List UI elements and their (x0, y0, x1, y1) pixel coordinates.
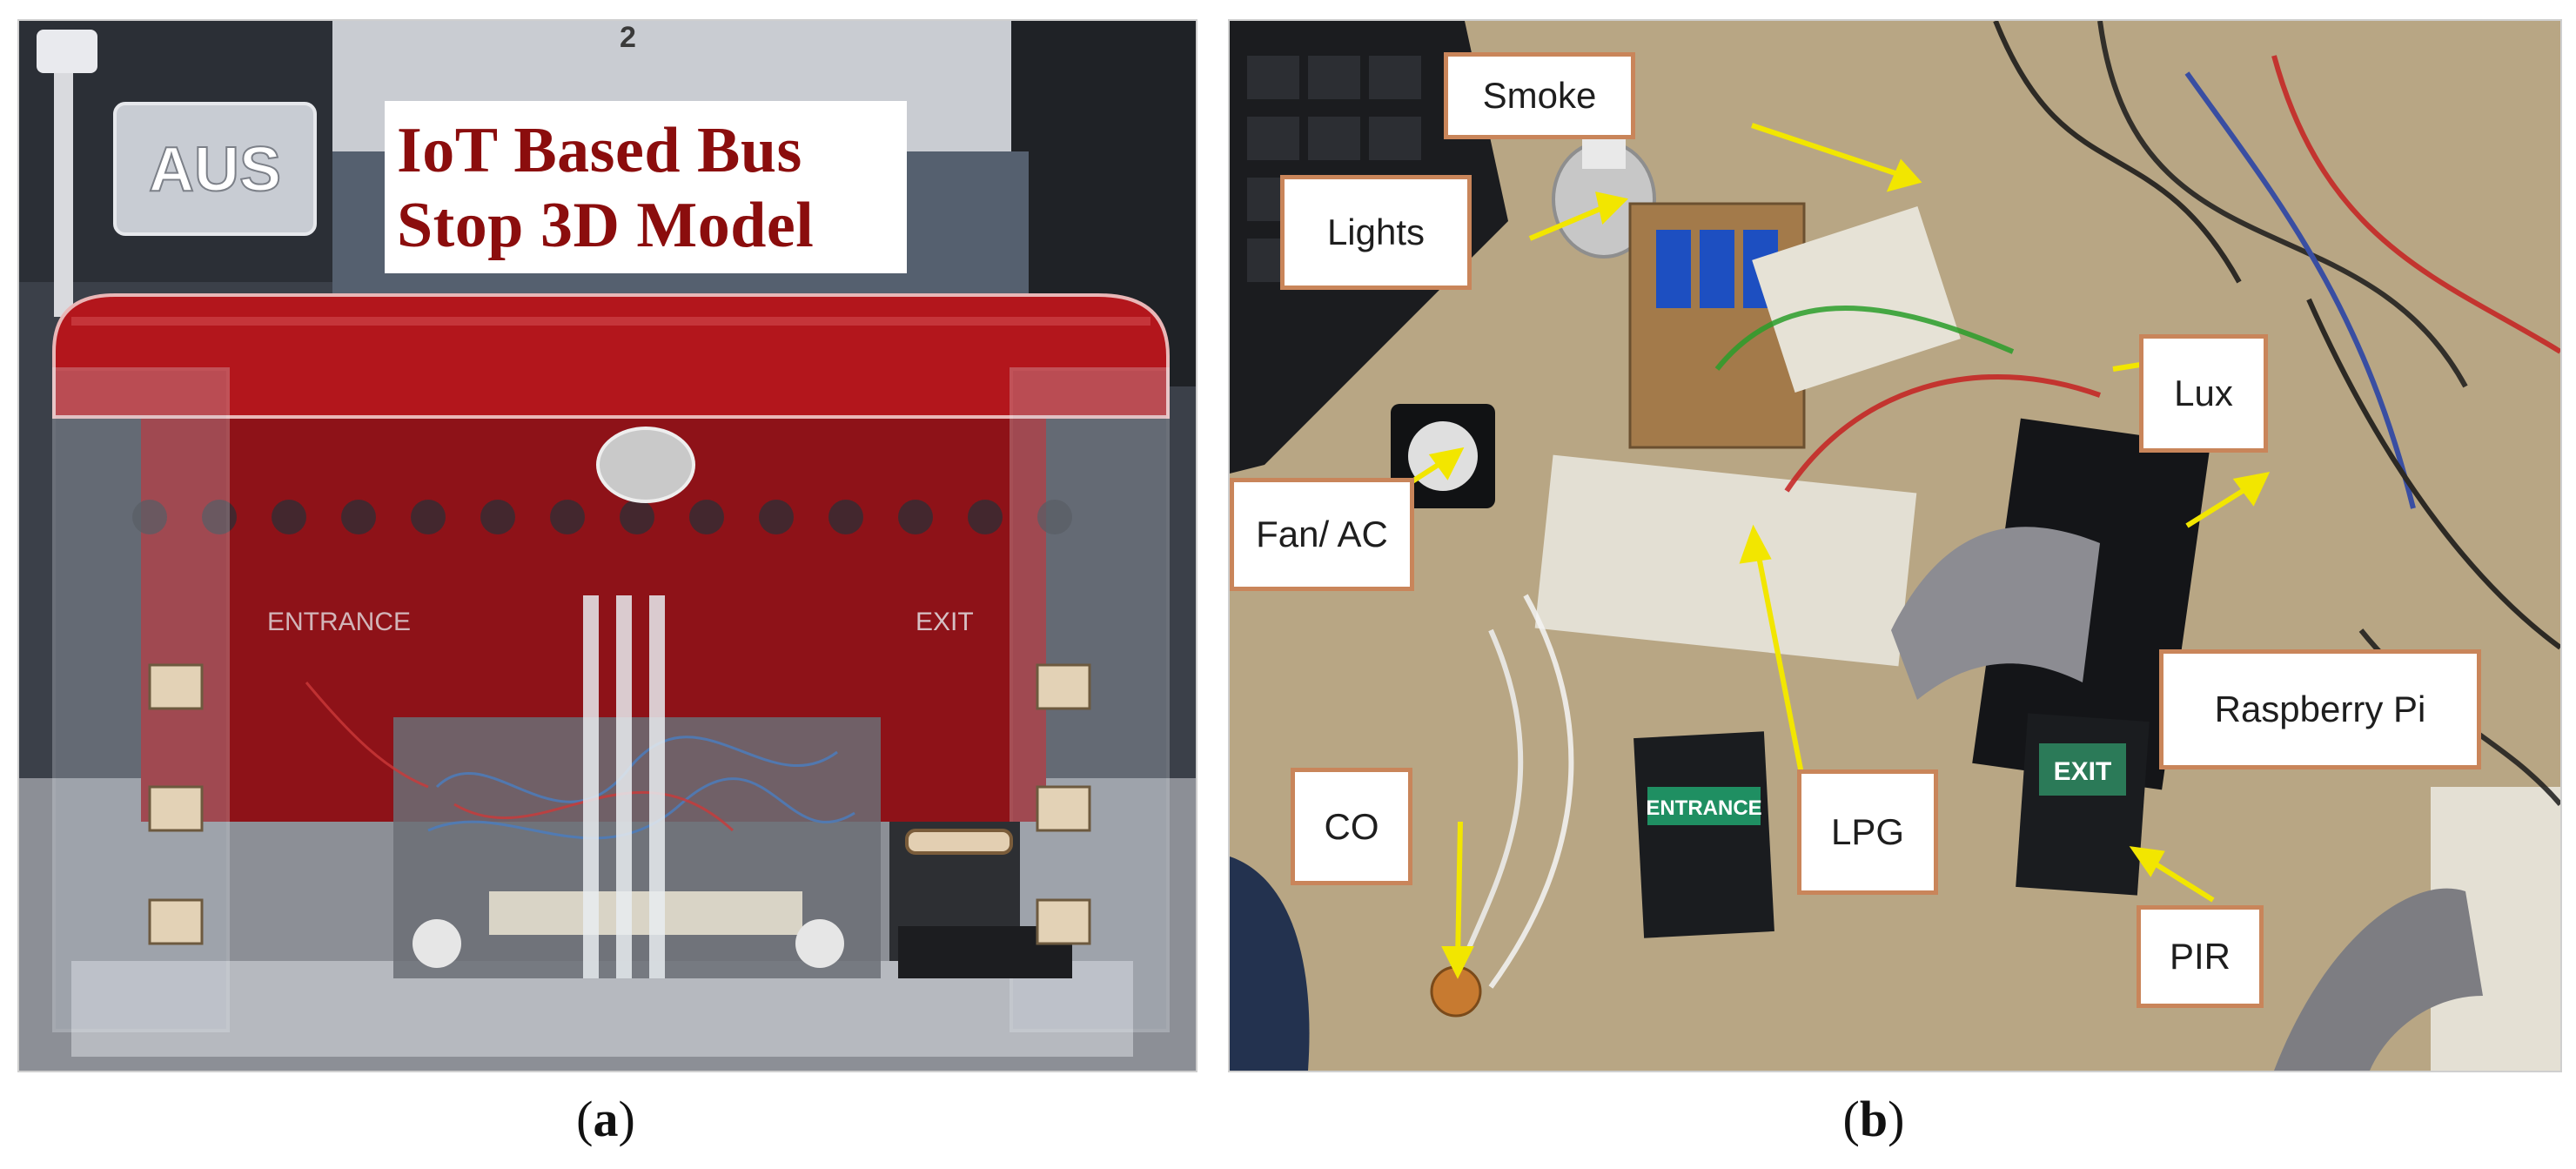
exit-engraving: EXIT (916, 608, 974, 636)
ceiling-light (596, 427, 695, 503)
aus-plaque (113, 102, 317, 236)
entrance-engraving: ENTRANCE (267, 608, 411, 636)
label-raspberry-pi: Raspberry Pi (2159, 649, 2481, 769)
photo-bus-stop-model: AUS 2 ENTRANCE EXIT (17, 19, 1197, 1072)
title-line-2: Stop 3D Model (397, 190, 815, 261)
label-fan-ac: Fan/ AC (1230, 478, 1414, 591)
caption-b: (b) (1842, 1091, 1905, 1147)
partition-number: 2 (620, 21, 636, 54)
photo-electronics-setup: ENTRANCE EXIT Smoke Lights Lux Fan/ AC R… (1228, 19, 2562, 1072)
label-lux: Lux (2139, 334, 2268, 453)
aus-plaque-text: AUS (149, 135, 281, 205)
label-smoke: Smoke (1444, 52, 1635, 139)
label-pir: PIR (2137, 905, 2264, 1008)
exit-box-sign: EXIT (2054, 757, 2112, 786)
entrance-box-sign: ENTRANCE (1646, 796, 1761, 820)
label-co: CO (1291, 768, 1412, 885)
title-line-1: IoT Based Bus (397, 115, 802, 186)
title-box: IoT Based Bus Stop 3D Model (385, 101, 907, 273)
label-lights: Lights (1280, 175, 1472, 290)
label-lpg: LPG (1797, 769, 1938, 895)
caption-a: (a) (576, 1091, 635, 1147)
